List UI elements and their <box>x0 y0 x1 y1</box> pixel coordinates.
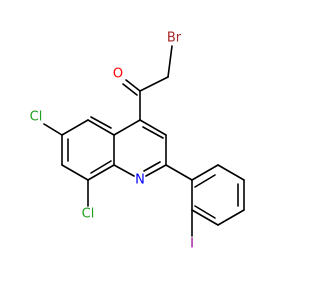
atom-label-cl-lower: Cl <box>82 207 95 222</box>
bond-c2-n <box>145 164 167 177</box>
bond-c7-c8 <box>61 164 89 181</box>
atom-label-n: N <box>135 173 145 188</box>
bond-aryl-c2-c3 <box>217 164 245 181</box>
bond-c2-n-double <box>143 161 161 172</box>
bond-c4a-c5 <box>87 119 115 136</box>
atom-label-br: Br <box>167 31 182 46</box>
bond-aryl-c5-c6 <box>191 209 219 226</box>
bond-aryl-c4-c5 <box>217 209 245 226</box>
molecule-structure: Br O Cl Cl N I <box>30 31 245 252</box>
bond-carbonyl-o-double <box>122 83 138 96</box>
atom-label-o: O <box>113 67 123 82</box>
bond-ch2-carbonyl <box>139 76 169 92</box>
bond-aryl-c5-c6-double <box>194 205 216 219</box>
bond-c4-c3-double <box>142 126 164 139</box>
bond-carbonyl-o <box>125 79 141 92</box>
atom-label-i: I <box>190 237 194 252</box>
bond-n-c8a <box>113 164 135 177</box>
bond-c5-c6 <box>61 119 89 136</box>
bond-aryl-c1-c2 <box>191 164 219 181</box>
bond-c2-aryl <box>165 164 193 181</box>
bond-c4a-c4 <box>113 119 141 136</box>
bond-br-ch2 <box>167 45 173 78</box>
bond-c4a-c5-double <box>90 116 112 129</box>
bond-c8-c8a <box>87 164 115 181</box>
atom-label-cl-upper: Cl <box>30 110 43 125</box>
bond-c4-c3 <box>139 119 167 136</box>
bond-aryl-c1-c2-double <box>194 174 216 188</box>
bond-c8-c8a-double <box>90 160 112 174</box>
bond-c6-cl <box>43 123 63 136</box>
